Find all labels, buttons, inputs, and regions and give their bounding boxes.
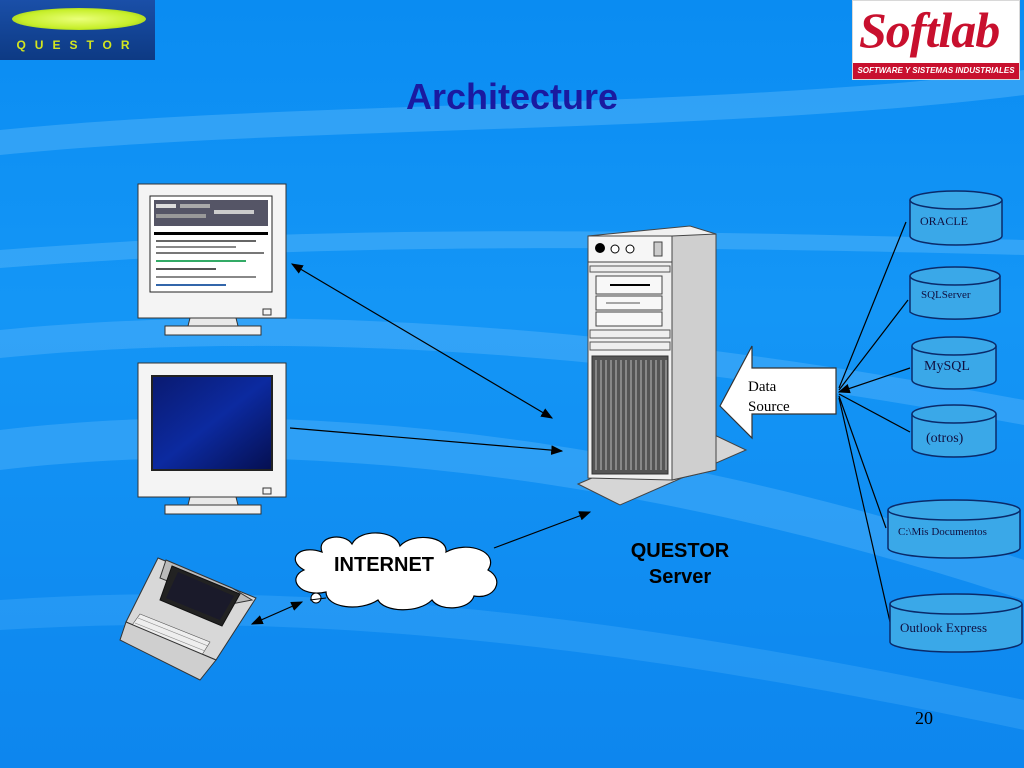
data-source-label: ORACLE bbox=[920, 214, 968, 228]
monitor-app-icon bbox=[137, 183, 287, 336]
questor-logo-text: QUESTOR bbox=[16, 38, 139, 52]
database-cylinder-icon bbox=[909, 266, 1001, 320]
database-cylinder-icon bbox=[887, 499, 1021, 559]
data-source-arrow-label: Data Source bbox=[748, 377, 790, 417]
server-label: QUESTOR Server bbox=[615, 538, 745, 590]
server-label-line2: Server bbox=[648, 566, 712, 588]
softlab-logo-word: Softlab bbox=[859, 2, 1000, 58]
data-source-label: Outlook Express bbox=[900, 620, 988, 635]
softlab-logo-tagline: SOFTWARE Y SISTEMAS INDUSTRIALES bbox=[853, 63, 1019, 79]
questor-server-icon bbox=[576, 225, 748, 506]
data-source-label-line2: Source bbox=[748, 399, 790, 415]
questor-logo: QUESTOR bbox=[0, 0, 155, 60]
softlab-logo: Softlab SOFTWARE Y SISTEMAS INDUSTRIALES bbox=[852, 0, 1020, 80]
questor-logo-eye-icon bbox=[12, 8, 146, 30]
database-cylinder-icon bbox=[911, 336, 997, 390]
database-cylinder-icon bbox=[911, 404, 997, 458]
slide-title: Architecture bbox=[405, 76, 619, 117]
server-label-line1: QUESTOR bbox=[630, 540, 730, 562]
database-cylinder-icon bbox=[889, 593, 1023, 653]
data-source-label-line1: Data bbox=[748, 379, 777, 395]
data-source-label: MySQL bbox=[924, 359, 970, 374]
data-source-label: SQLServer bbox=[921, 289, 971, 301]
data-source-label: (otros) bbox=[926, 431, 964, 446]
data-source-arrow bbox=[719, 345, 837, 440]
data-source-label: C:\Mis Documentos bbox=[898, 526, 987, 538]
internet-cloud-icon bbox=[294, 532, 498, 611]
internet-label: INTERNET bbox=[334, 554, 434, 576]
page-number: 20 bbox=[915, 708, 933, 728]
laptop-icon bbox=[119, 557, 257, 681]
database-cylinder-icon bbox=[909, 190, 1003, 246]
monitor-workstation-icon bbox=[137, 362, 287, 515]
